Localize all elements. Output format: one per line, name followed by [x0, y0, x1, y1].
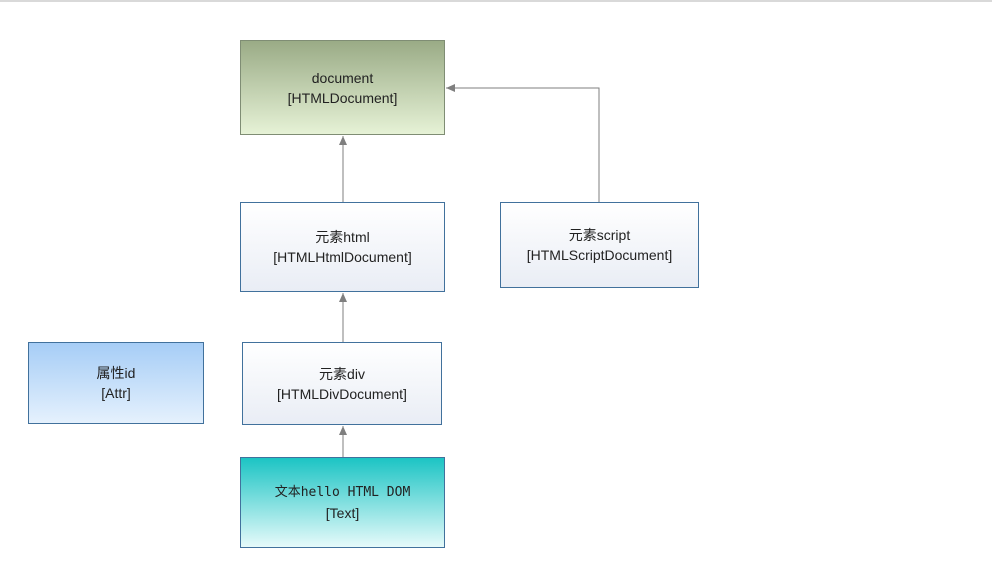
- node-element-div-name: 元素div: [319, 365, 365, 382]
- node-element-html-type: [HTMLHtmlDocument]: [273, 249, 412, 265]
- node-document-name: document: [311, 69, 374, 86]
- node-element-script-name: 元素script: [568, 227, 631, 243]
- node-attribute-id: 属性id [Attr]: [28, 342, 204, 424]
- node-element-script-type: [HTMLScriptDocument]: [526, 247, 673, 263]
- node-text-type: [Text]: [325, 504, 360, 521]
- node-document: document [HTMLDocument]: [240, 40, 445, 135]
- top-divider: [0, 0, 992, 2]
- node-element-html-name: 元素html: [315, 229, 370, 245]
- node-element-div-type: [HTMLDivDocument]: [277, 385, 407, 402]
- node-element-html: 元素html [HTMLHtmlDocument]: [240, 202, 445, 292]
- edge-script-to-document: [446, 84, 600, 202]
- node-text-name: 文本hello HTML DOM: [274, 484, 411, 500]
- node-text: 文本hello HTML DOM [Text]: [240, 457, 445, 548]
- node-element-script: 元素script [HTMLScriptDocument]: [500, 202, 699, 288]
- node-element-div: 元素div [HTMLDivDocument]: [242, 342, 442, 425]
- node-document-type: [HTMLDocument]: [287, 89, 398, 106]
- node-attribute-id-name: 属性id: [96, 365, 136, 381]
- node-attribute-id-type: [Attr]: [101, 385, 131, 401]
